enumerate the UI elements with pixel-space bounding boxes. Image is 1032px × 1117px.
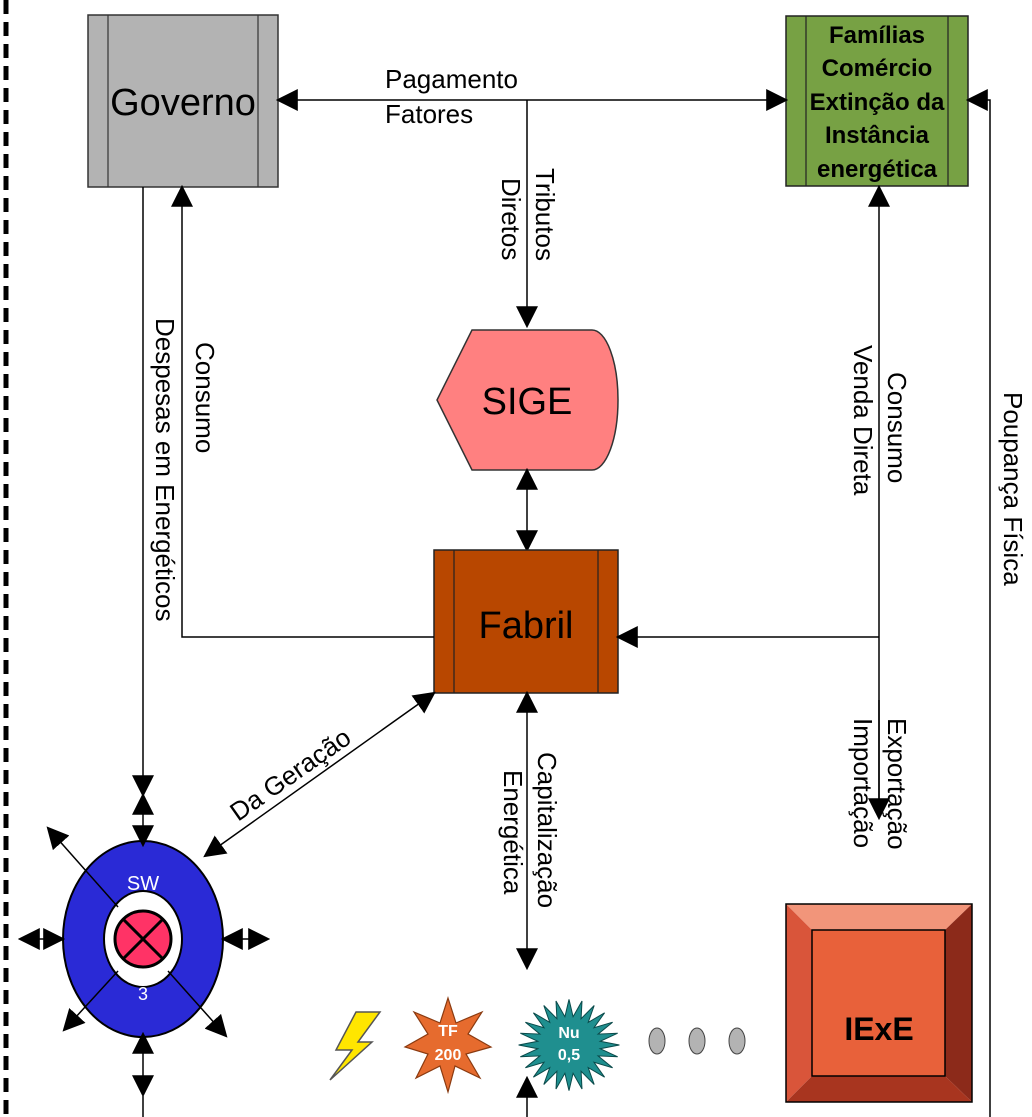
consumo-left-arrow bbox=[171, 184, 434, 638]
exportacao-label: Exportação bbox=[882, 718, 912, 850]
lightning-icon bbox=[329, 1011, 382, 1081]
capitalizacao-label: Capitalização bbox=[532, 752, 562, 908]
familias-line-1: Famílias bbox=[829, 22, 925, 49]
tf-line-1: TF bbox=[438, 1023, 458, 1040]
tf-line-2: 200 bbox=[435, 1047, 462, 1064]
pagamento-label: Pagamento bbox=[385, 64, 518, 94]
familias-line-2: Comércio bbox=[822, 55, 933, 82]
nu-line-1: Nu bbox=[558, 1025, 579, 1042]
fatores-label: Fatores bbox=[385, 99, 473, 129]
familias-line-5: energética bbox=[817, 156, 938, 183]
fabril-node: Fabril bbox=[433, 549, 619, 694]
sw-node: SW 3 bbox=[62, 840, 224, 1038]
sige-label: SIGE bbox=[482, 381, 573, 423]
familias-node: Famílias Comércio Extinção da Instância … bbox=[785, 15, 969, 187]
familias-line-3: Extinção da bbox=[810, 89, 945, 116]
da-geracao-label: Da Geração bbox=[224, 722, 356, 827]
nu-line-2: 0,5 bbox=[558, 1047, 580, 1064]
venda-direta-label: Venda Direta bbox=[848, 345, 878, 496]
sw-top-label: SW bbox=[127, 873, 159, 895]
sw-arrows bbox=[17, 792, 271, 1117]
consumo-right-label: Consumo bbox=[882, 372, 912, 483]
importacao-label: Importação bbox=[848, 718, 878, 848]
tributos-label: Tributos bbox=[530, 168, 560, 261]
poupanca-arrow bbox=[965, 89, 991, 1117]
tf-node: TF 200 bbox=[403, 996, 493, 1095]
sige-node: SIGE bbox=[436, 329, 619, 471]
energetica-label: Energética bbox=[498, 770, 528, 895]
nu-node: Nu 0,5 bbox=[518, 999, 620, 1091]
consumo-left-label: Consumo bbox=[190, 342, 220, 453]
poupanca-label: Poupança Física bbox=[998, 392, 1028, 586]
diretos-label: Diretos bbox=[496, 178, 526, 260]
iexe-node: IExE bbox=[785, 903, 973, 1103]
fabril-label: Fabril bbox=[478, 605, 573, 647]
sw-bottom-label: 3 bbox=[138, 984, 148, 1004]
da-geracao-arrow bbox=[203, 691, 436, 858]
governo-label: Governo bbox=[110, 82, 256, 124]
governo-node: Governo bbox=[87, 14, 279, 188]
despesas-label: Despesas em Energéticos bbox=[150, 318, 180, 621]
iexe-label: IExE bbox=[844, 1011, 913, 1047]
ellipsis-dots bbox=[648, 1027, 746, 1055]
familias-line-4: Instância bbox=[825, 122, 930, 149]
